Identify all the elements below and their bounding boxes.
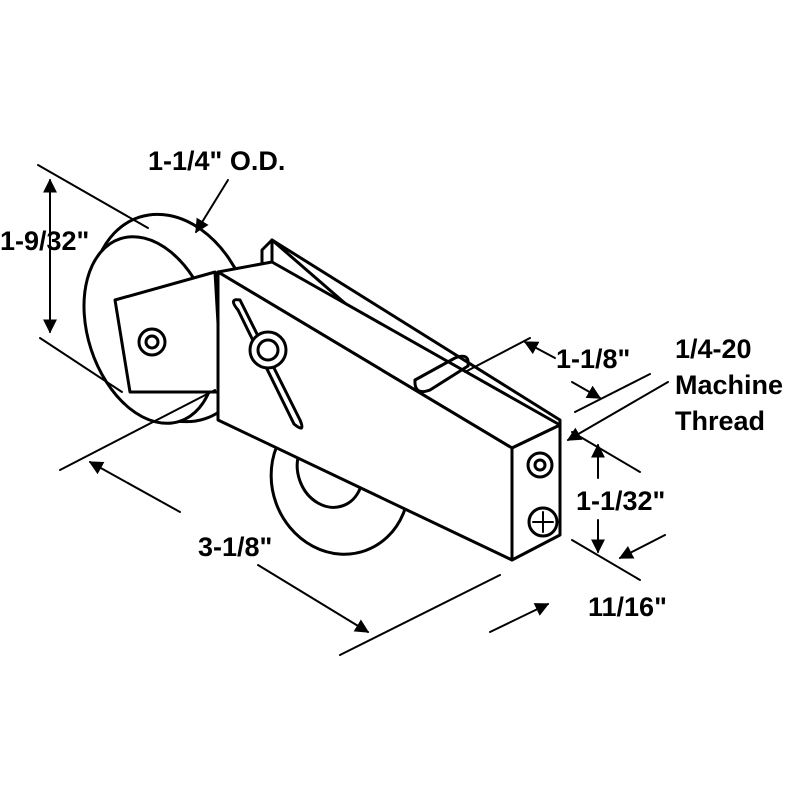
svg-text:3-1/8": 3-1/8" bbox=[198, 532, 272, 562]
dim-overall-length: 3-1/8" bbox=[59, 389, 501, 656]
svg-text:1-9/32": 1-9/32" bbox=[0, 226, 89, 256]
svg-text:1/4-20: 1/4-20 bbox=[675, 334, 752, 364]
dim-bracket-height: 1-1/8" bbox=[464, 337, 651, 413]
height-adjust-slot-icon bbox=[232, 298, 304, 430]
svg-text:Machine: Machine bbox=[675, 370, 783, 400]
axle-icon bbox=[137, 327, 167, 357]
svg-text:1-1/4" O.D.: 1-1/4" O.D. bbox=[148, 146, 285, 176]
adjustment-slot-icon bbox=[413, 354, 470, 394]
dim-wheel-od: 1-1/4" O.D. bbox=[148, 146, 285, 234]
dim-end-height: 1-1/32" bbox=[571, 431, 665, 581]
dim-thread: 1/4-20 Machine Thread bbox=[566, 334, 783, 441]
dim-wheel-height: 1-9/32" bbox=[0, 164, 149, 393]
phillips-screw-icon bbox=[527, 506, 559, 538]
svg-text:Thread: Thread bbox=[675, 406, 765, 436]
svg-text:11/16": 11/16" bbox=[588, 592, 667, 622]
threaded-hole-icon bbox=[526, 451, 554, 479]
svg-text:1-1/8": 1-1/8" bbox=[556, 344, 630, 374]
dim-end-width: 11/16" bbox=[489, 534, 667, 633]
svg-text:1-1/32": 1-1/32" bbox=[576, 486, 665, 516]
housing-body bbox=[216, 260, 562, 562]
